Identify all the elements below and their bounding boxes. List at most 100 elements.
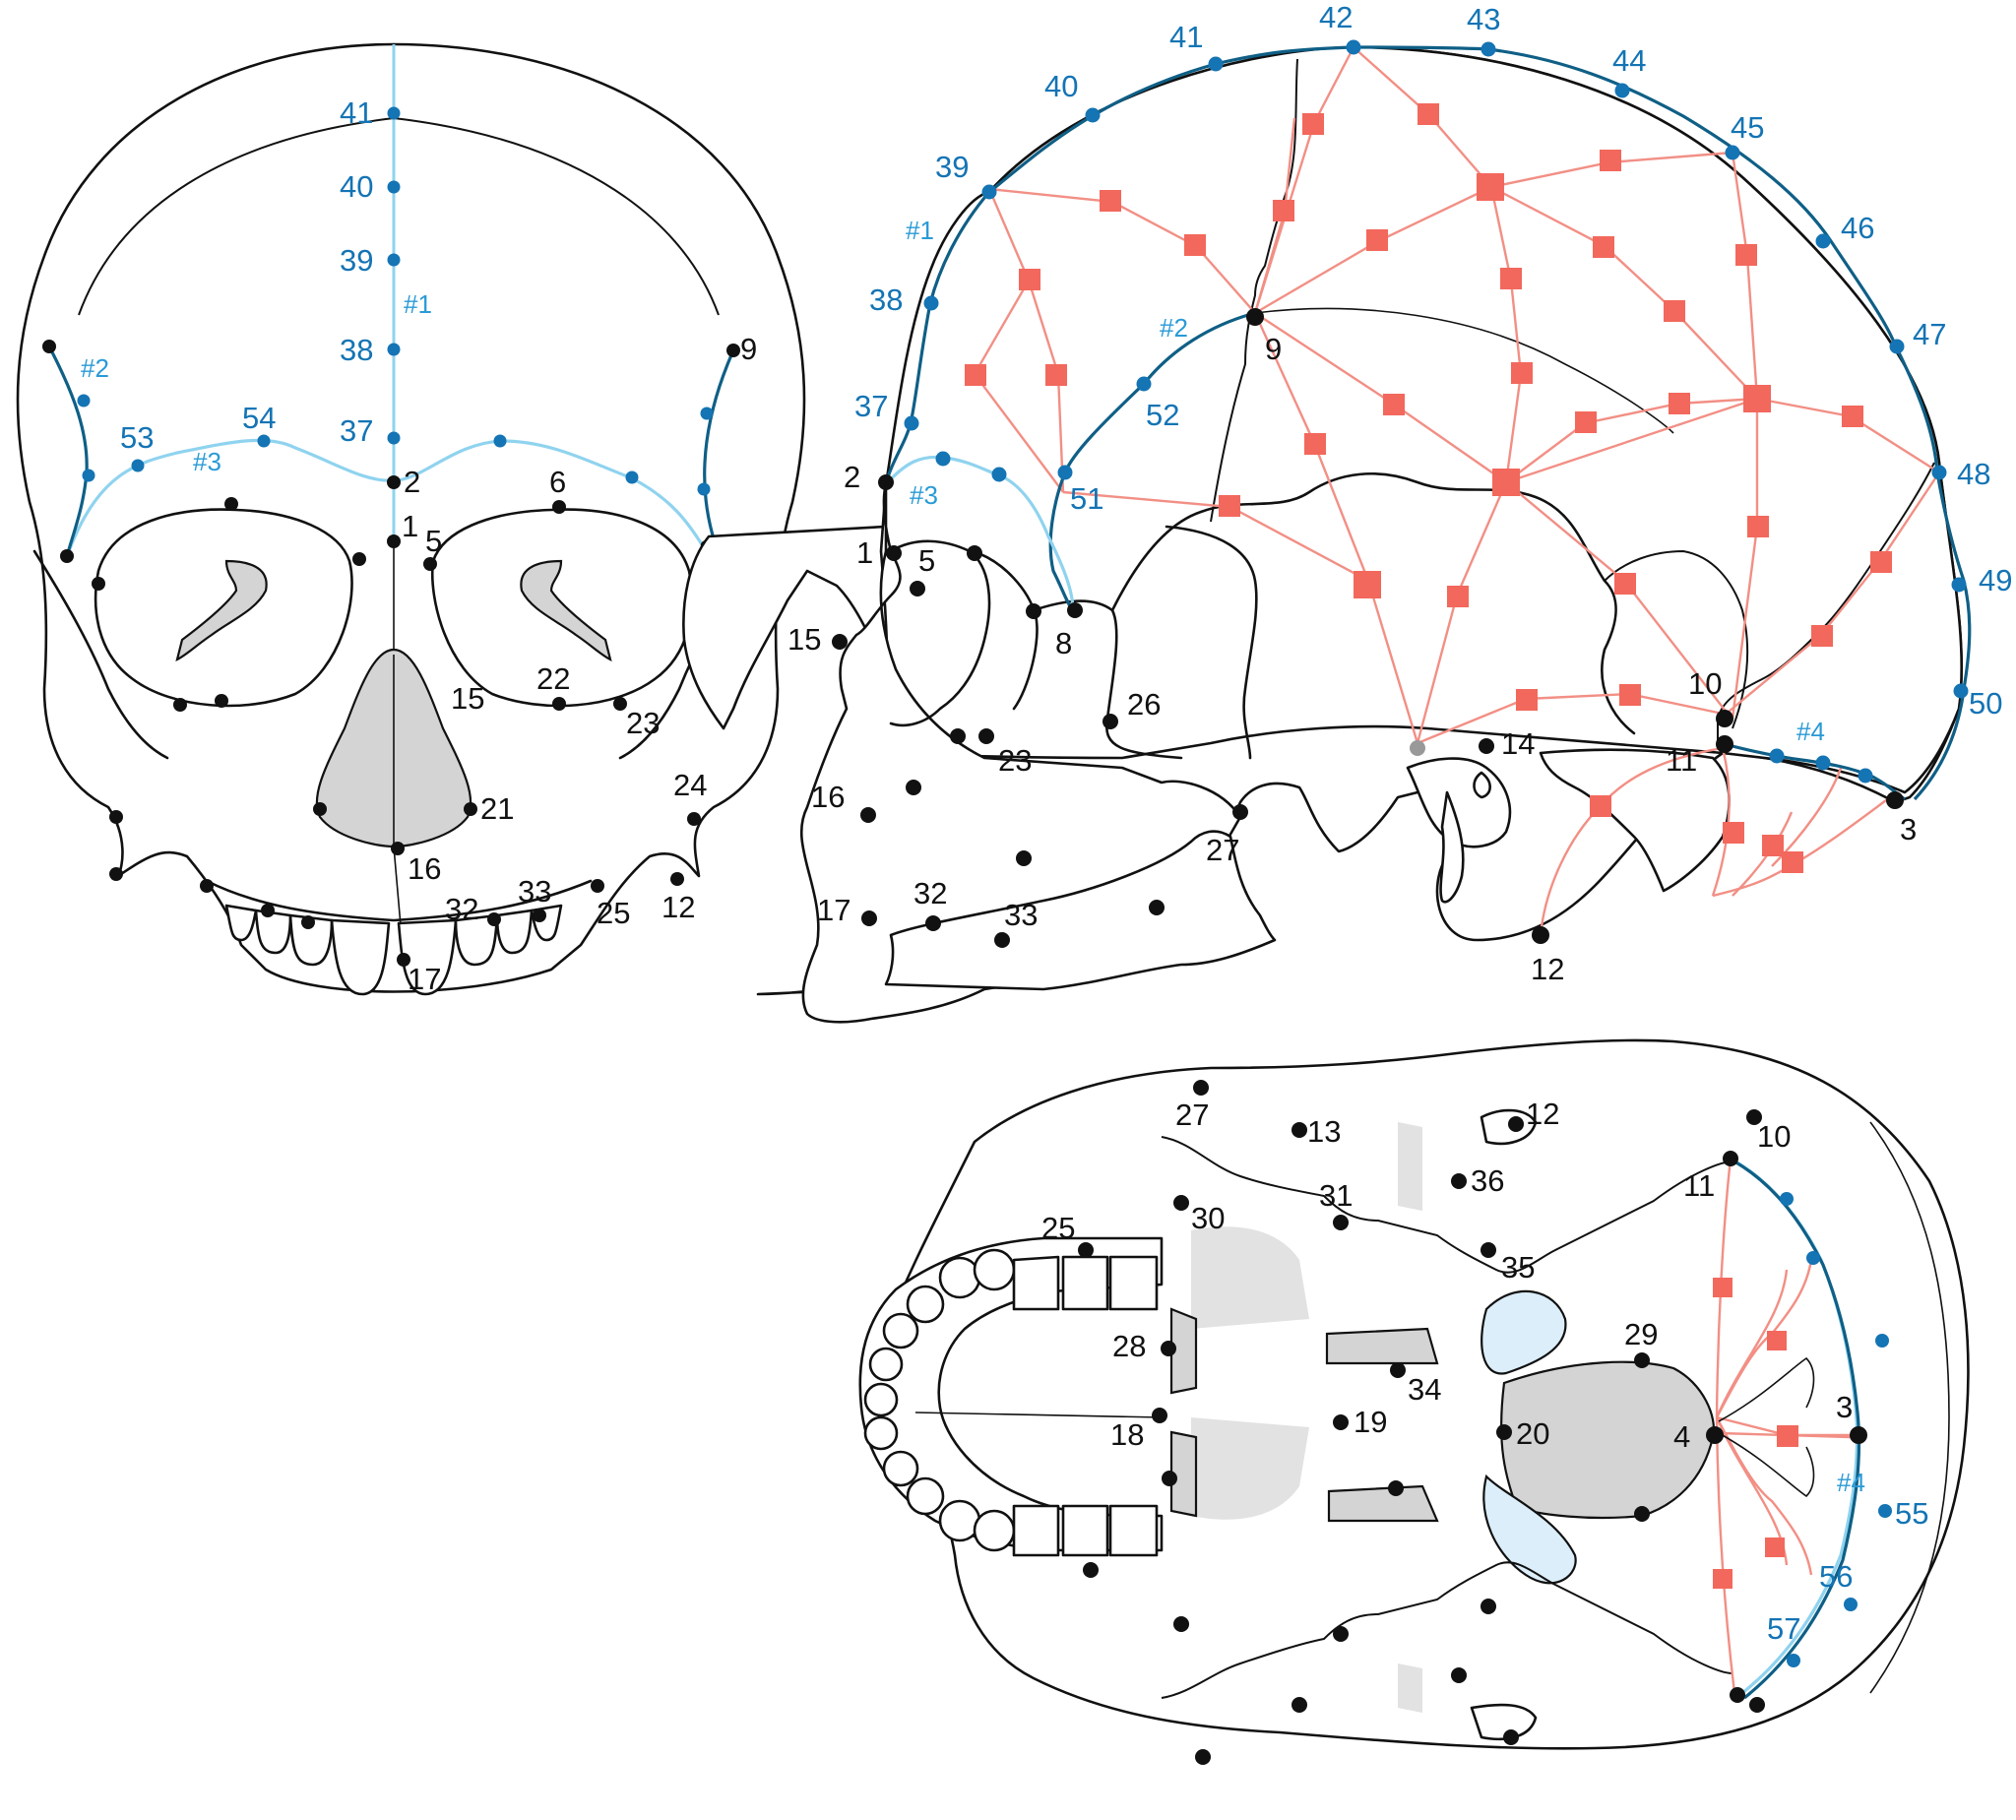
basal-label-35: 35 [1501, 1250, 1535, 1285]
basal-label-29: 29 [1624, 1317, 1658, 1351]
lateral-label-51: 51 [1070, 481, 1103, 516]
basal-glenoid-top [1480, 1108, 1538, 1146]
lateral-label-39: 39 [935, 150, 969, 184]
frontal-label-12: 12 [662, 890, 695, 924]
basal-label-3: 3 [1836, 1390, 1853, 1424]
lateral-curve-label-4: #4 [1796, 717, 1825, 746]
frontal-label-23: 23 [626, 706, 660, 740]
lateral-curve-4 [1724, 742, 1906, 801]
basal-pterygoid [1169, 1307, 1198, 1395]
lateral-label-49: 49 [1979, 563, 2012, 597]
lateral-label-16: 16 [811, 780, 845, 814]
basal-teeth [863, 1248, 1159, 1557]
lateral-squamosal-suture [1604, 549, 1749, 729]
lateral-temporal-curve-2 [1048, 311, 1256, 612]
frontal-blue-landmarks [77, 106, 714, 496]
lateral-label-42: 42 [1319, 0, 1353, 34]
basal-label-57: 57 [1767, 1611, 1800, 1646]
basal-label-13: 13 [1307, 1114, 1341, 1149]
lateral-label-11: 11 [1666, 743, 1697, 778]
lateral-label-38: 38 [869, 282, 903, 317]
frontal-label-15: 15 [451, 681, 484, 716]
basal-petrous-left [1398, 1122, 1422, 1211]
basal-sutures-lower [1161, 1561, 1733, 1699]
lateral-label-44: 44 [1612, 43, 1646, 78]
frontal-view: 41 40 39 38 37 53 54 #1 #2 #3 9 2 6 1 5 … [16, 42, 806, 996]
lateral-label-10: 10 [1688, 666, 1722, 701]
frontal-label-22: 22 [536, 661, 570, 696]
lateral-temporal-line-arc [1254, 307, 1674, 434]
frontal-label-1: 1 [402, 509, 418, 543]
lateral-label-45: 45 [1731, 110, 1764, 145]
basal-label-4: 4 [1673, 1419, 1690, 1454]
basal-curve-4-dark [1733, 1160, 1861, 1700]
frontal-label-41: 41 [340, 95, 373, 130]
basal-petrous-right [1398, 1663, 1422, 1713]
lateral-label-40: 40 [1044, 69, 1078, 103]
basal-fixed-landmarks [1078, 1080, 1867, 1765]
lateral-label-27: 27 [1206, 833, 1239, 867]
basal-view: 27 13 12 10 36 11 31 30 25 35 29 28 34 3… [858, 1038, 1970, 1765]
lateral-fixed-landmarks [832, 308, 1904, 948]
lateral-label-48: 48 [1957, 457, 1990, 491]
lateral-label-32: 32 [914, 876, 947, 910]
frontal-skull-outline [16, 42, 806, 993]
lateral-surface-semilandmarks [965, 103, 1892, 873]
frontal-label-6: 6 [549, 465, 566, 499]
basal-curve-semilandmarks [1780, 1192, 1892, 1667]
frontal-label-40: 40 [340, 169, 373, 204]
lateral-label-46: 46 [1841, 211, 1874, 245]
basal-palatal-suture [914, 1412, 1163, 1418]
basal-petrous-mid [1325, 1327, 1439, 1365]
lateral-label-50: 50 [1969, 686, 2002, 721]
frontal-label-21: 21 [480, 791, 514, 826]
basal-label-55: 55 [1895, 1496, 1928, 1531]
frontal-label-54: 54 [242, 401, 276, 435]
lateral-label-2: 2 [844, 460, 860, 494]
frontal-label-38: 38 [340, 333, 373, 367]
frontal-teeth [224, 904, 563, 996]
frontal-label-5: 5 [425, 524, 442, 558]
lateral-label-8: 8 [1055, 626, 1072, 660]
frontal-curve-label-1: #1 [404, 289, 432, 319]
lateral-temporal-squama [1110, 472, 1636, 735]
basal-sutures [1161, 1136, 1733, 1274]
basal-palatine-2 [1191, 1417, 1309, 1520]
lateral-zygomatic-arch [1032, 599, 1183, 760]
left-zygomatic-border [32, 549, 169, 760]
basal-palatine [1191, 1226, 1309, 1329]
frontal-label-9: 9 [740, 332, 757, 366]
basal-label-18: 18 [1110, 1417, 1144, 1452]
lateral-label-5: 5 [918, 543, 935, 578]
lateral-curve-semilandmarks [904, 39, 1969, 784]
lateral-label-26: 26 [1127, 687, 1161, 722]
frontal-label-25: 25 [597, 896, 630, 930]
lateral-curve-label-3: #3 [910, 480, 938, 510]
frontal-label-16: 16 [408, 851, 441, 886]
basal-fossa-bottom [1482, 1474, 1577, 1585]
lateral-curve-label-2: #2 [1160, 313, 1188, 343]
lateral-label-3: 3 [1900, 812, 1917, 847]
basal-surface-semilandmarks [1713, 1278, 1798, 1589]
lateral-label-15: 15 [788, 622, 821, 657]
lateral-label-12: 12 [1531, 952, 1564, 986]
lateral-view: 41 42 43 44 40 45 39 #1 46 38 47 #2 9 37… [682, 0, 2012, 1024]
lateral-ear-canal [1473, 771, 1491, 799]
lateral-zygoma-lines [889, 539, 991, 727]
frontal-curve-label-3: #3 [193, 447, 221, 476]
lateral-label-37: 37 [854, 389, 888, 423]
lateral-label-14: 14 [1501, 726, 1535, 761]
frontal-label-32: 32 [445, 892, 478, 926]
frontal-label-37: 37 [340, 413, 373, 448]
basal-inner-lines [1718, 1356, 1815, 1498]
basal-label-30: 30 [1191, 1201, 1225, 1235]
basal-label-12: 12 [1526, 1097, 1559, 1131]
right-orbit-fissure [520, 559, 612, 662]
lateral-midsagittal-curve-1 [884, 45, 1972, 801]
basal-label-25: 25 [1041, 1211, 1075, 1245]
lateral-label-9: 9 [1265, 332, 1282, 366]
basal-label-20: 20 [1516, 1416, 1549, 1451]
basal-occipital-curve [1869, 1121, 1950, 1694]
basal-glenoid-bottom [1470, 1703, 1538, 1741]
frontal-label-33: 33 [518, 874, 551, 909]
